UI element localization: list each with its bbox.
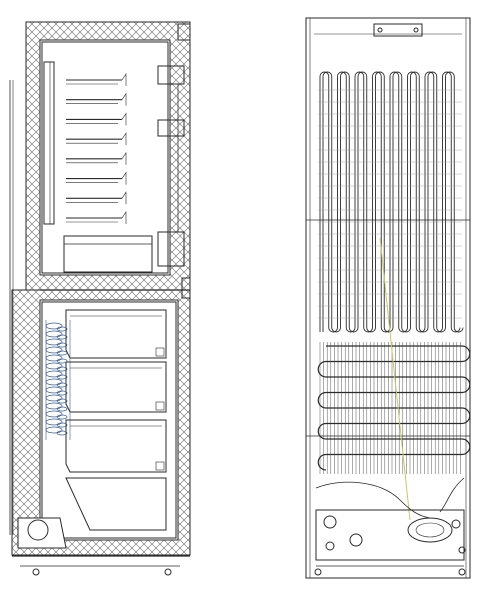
evap-turn — [56, 342, 68, 348]
upper-liner — [41, 41, 169, 274]
evap-turn — [56, 382, 68, 388]
shelf-clip — [121, 132, 127, 146]
condenser-lower-coil — [317, 342, 471, 474]
shelf-clip — [121, 171, 127, 185]
condenser-tube — [319, 71, 461, 333]
freezer-drawer — [65, 419, 167, 473]
evap-turn — [56, 406, 68, 412]
side-section-view — [9, 21, 191, 576]
compressor — [27, 519, 49, 541]
rear-foot — [458, 568, 466, 576]
drawer-handle — [155, 461, 165, 471]
shelf-clip — [121, 73, 127, 86]
foot — [32, 568, 40, 576]
condenser-tube — [322, 71, 464, 333]
upper-shelves — [66, 73, 127, 224]
top-bracket — [373, 23, 423, 37]
shelf-clip — [121, 211, 127, 224]
rear-fitting — [323, 515, 337, 529]
door-bin — [157, 65, 185, 85]
shelf-clip — [121, 151, 127, 165]
evap-turn — [56, 366, 68, 372]
drawer-handle — [155, 347, 165, 357]
freezer-drawer — [65, 309, 167, 359]
evap-turn — [56, 398, 68, 404]
capillary-wire — [379, 237, 411, 521]
rear-compressor — [407, 517, 453, 543]
rear-foot — [314, 568, 322, 576]
freezer-drawer — [65, 361, 167, 413]
freezer-drawers — [65, 309, 167, 473]
evap-turn — [56, 390, 68, 396]
condenser-lower-tube — [317, 345, 471, 471]
rear-view — [305, 17, 471, 579]
evap-turn — [56, 334, 68, 340]
door-gasket-upper — [181, 277, 191, 299]
freezer-evaporator-coil — [45, 320, 71, 440]
evap-turn — [56, 414, 68, 420]
rear-cabinet-outline — [305, 17, 471, 579]
door-bin — [157, 231, 185, 267]
evap-turn — [56, 374, 68, 380]
shelf-clip — [121, 112, 127, 126]
compressor-tray — [315, 509, 465, 561]
drawer-handle — [155, 401, 165, 411]
evap-turn — [56, 422, 68, 428]
top-hinge — [177, 23, 191, 41]
crisper-drawer — [63, 235, 153, 273]
light-housing — [43, 61, 55, 225]
shelf-clip — [121, 191, 127, 205]
shelf-clip — [121, 92, 127, 106]
condenser-upper-coil — [318, 71, 464, 333]
evap-turn — [56, 326, 68, 332]
evap-turn — [56, 358, 68, 364]
compressor-housing — [17, 517, 67, 549]
evap-turn — [56, 430, 68, 436]
door-bin — [157, 119, 185, 137]
freezer-bottom-slope — [65, 477, 167, 531]
evap-turn — [56, 350, 68, 356]
foot — [164, 568, 172, 576]
